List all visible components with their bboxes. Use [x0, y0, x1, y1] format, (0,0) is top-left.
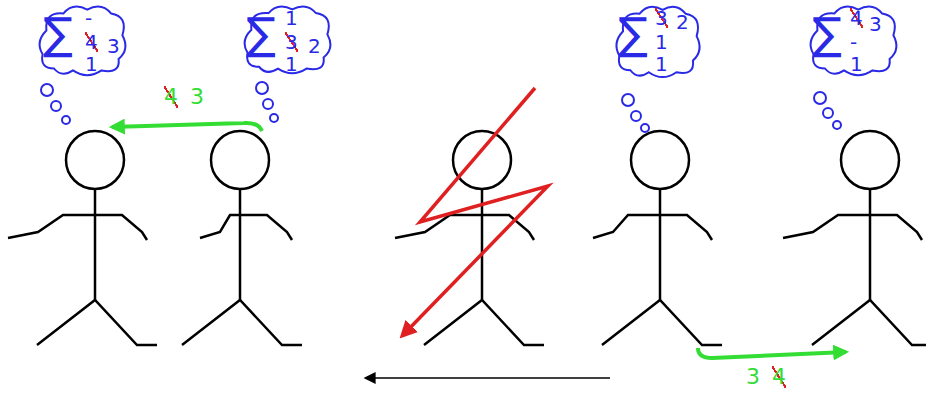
sum-symbol: ∑	[812, 12, 842, 56]
sum-symbol: ∑	[618, 12, 648, 56]
thought-dot	[814, 92, 826, 104]
message-number: 4	[164, 86, 178, 108]
message-number: 3	[746, 366, 760, 388]
message-number: 3	[190, 86, 204, 108]
cloud-shape	[245, 6, 331, 73]
figure-legs	[812, 300, 926, 345]
direction-arrow	[366, 377, 610, 379]
digit: 1	[85, 54, 98, 74]
digit: -	[850, 32, 857, 52]
figure-head	[841, 131, 899, 189]
figure-body	[869, 189, 872, 300]
figure-arms	[8, 215, 147, 240]
digit: 2	[308, 36, 321, 56]
message-number: 4	[772, 366, 786, 388]
digit: 3	[869, 14, 882, 34]
figure-head	[631, 131, 689, 189]
sum-symbol: ∑	[246, 12, 276, 56]
thought-dot	[631, 111, 641, 121]
message-arrow	[698, 348, 846, 358]
figure-body	[239, 189, 242, 300]
thought-dot	[823, 108, 833, 118]
thought-dot	[41, 84, 53, 96]
thought-dot	[270, 114, 278, 122]
thought-dot	[263, 99, 273, 109]
thought-dot	[51, 101, 61, 111]
figure-legs	[182, 300, 302, 345]
lightning-bolt	[402, 88, 548, 336]
figure-body	[659, 189, 662, 300]
digit: 4	[85, 32, 98, 52]
thought-cloud: ∑- 431	[35, 2, 130, 78]
digit: 1	[655, 32, 668, 52]
figure-arms	[593, 215, 712, 240]
thought-dot	[833, 121, 841, 129]
figure-head	[211, 131, 269, 189]
figure-arms	[395, 215, 534, 240]
stick-figures	[8, 131, 926, 345]
figure-head	[66, 131, 124, 189]
digit: 2	[676, 12, 689, 32]
cloud-shape	[811, 7, 897, 76]
figure-head	[453, 131, 511, 189]
figure-body	[94, 189, 97, 300]
cloud-shape	[40, 7, 126, 76]
stick-figure	[182, 131, 302, 345]
figure-arms	[200, 215, 292, 240]
digit: 3	[107, 36, 120, 56]
stick-figure	[783, 131, 926, 345]
stick-figure	[8, 131, 157, 345]
digit: 1	[285, 8, 298, 28]
thought-trails	[41, 82, 841, 132]
message-arrow	[112, 123, 262, 131]
stick-figure	[593, 131, 722, 345]
digit: 1	[655, 54, 668, 74]
figure-legs	[424, 300, 544, 345]
thought-dot	[256, 82, 268, 94]
figure-legs	[602, 300, 722, 345]
digit: 1	[850, 54, 863, 74]
thought-cloud: ∑1321	[240, 2, 335, 76]
digit: 4	[850, 8, 863, 28]
sum-symbol: ∑	[43, 12, 73, 56]
thought-cloud: ∑3211	[612, 2, 704, 80]
figure-arms	[783, 215, 922, 240]
figure-legs	[37, 300, 157, 345]
thought-cloud: ∑ 43-1	[806, 2, 901, 78]
cloud-shape	[616, 7, 699, 77]
thought-dot	[641, 124, 649, 132]
thought-dot	[622, 94, 634, 106]
digit: -	[85, 8, 92, 28]
digit: 3	[655, 8, 668, 28]
thought-dot	[62, 116, 70, 124]
digit: 3	[285, 32, 298, 52]
digit: 1	[285, 54, 298, 74]
